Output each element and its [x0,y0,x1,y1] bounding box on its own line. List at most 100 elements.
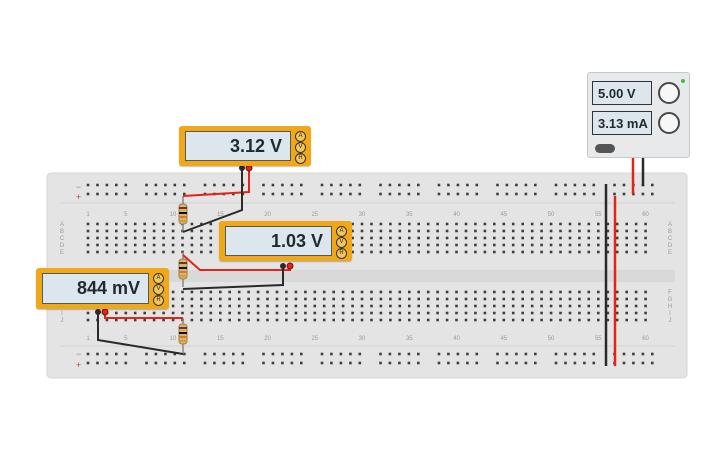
breadboard-hole[interactable] [634,311,638,315]
breadboard-hole[interactable] [436,304,439,308]
breadboard-hole[interactable] [464,250,468,254]
breadboard-hole[interactable] [587,290,591,294]
breadboard-hole[interactable] [379,304,383,308]
breadboard-hole[interactable] [515,192,518,196]
power-switch[interactable] [595,144,615,153]
breadboard-hole[interactable] [271,361,275,365]
breadboard-hole[interactable] [313,290,317,294]
breadboard-hole[interactable] [464,229,468,233]
breadboard-hole[interactable] [358,352,362,356]
breadboard-hole[interactable] [222,183,226,187]
breadboard-hole[interactable] [540,304,543,308]
breadboard-hole[interactable] [171,290,175,294]
breadboard-hole[interactable] [505,192,509,196]
breadboard-hole[interactable] [379,297,383,301]
breadboard-hole[interactable] [573,352,577,356]
breadboard-hole[interactable] [379,236,383,240]
resistor-2[interactable] [178,252,188,287]
breadboard-hole[interactable] [625,222,628,226]
breadboard-hole[interactable] [445,250,449,254]
breadboard-hole[interactable] [521,318,524,322]
breadboard-hole[interactable] [587,222,591,226]
breadboard-hole[interactable] [530,297,534,301]
breadboard-hole[interactable] [154,183,158,187]
breadboard-hole[interactable] [145,352,148,356]
breadboard-hole[interactable] [559,222,562,226]
breadboard-hole[interactable] [615,222,619,226]
breadboard-hole[interactable] [634,250,638,254]
breadboard-hole[interactable] [456,192,460,196]
breadboard-hole[interactable] [622,192,626,196]
breadboard-hole[interactable] [474,222,477,226]
breadboard-hole[interactable] [549,250,553,254]
breadboard-hole[interactable] [540,222,543,226]
breadboard-hole[interactable] [456,352,460,356]
breadboard-hole[interactable] [322,304,326,308]
breadboard-hole[interactable] [625,229,628,233]
breadboard-hole[interactable] [540,311,543,315]
breadboard-hole[interactable] [143,222,146,226]
breadboard-hole[interactable] [447,192,450,196]
breadboard-hole[interactable] [232,352,235,356]
breadboard-hole[interactable] [266,290,269,294]
breadboard-hole[interactable] [332,318,335,322]
breadboard-hole[interactable] [515,352,518,356]
breadboard-hole[interactable] [474,318,477,322]
breadboard-hole[interactable] [262,361,265,365]
breadboard-hole[interactable] [615,311,619,315]
breadboard-hole[interactable] [445,290,449,294]
breadboard-hole[interactable] [247,297,250,301]
breadboard-hole[interactable] [200,229,203,233]
breadboard-hole[interactable] [379,361,382,365]
breadboard-hole[interactable] [559,236,562,240]
breadboard-hole[interactable] [426,318,430,322]
breadboard-hole[interactable] [209,229,213,233]
breadboard-hole[interactable] [644,236,647,240]
breadboard-hole[interactable] [86,183,90,187]
breadboard-hole[interactable] [559,250,562,254]
breadboard-hole[interactable] [351,222,354,226]
breadboard-hole[interactable] [474,297,477,301]
breadboard-hole[interactable] [521,236,524,240]
mode-ohms-button[interactable]: R [295,153,306,164]
breadboard-hole[interactable] [615,290,619,294]
breadboard-hole[interactable] [515,183,518,187]
breadboard-hole[interactable] [266,318,269,322]
breadboard-hole[interactable] [247,304,250,308]
breadboard-hole[interactable] [209,222,213,226]
breadboard-hole[interactable] [615,250,619,254]
breadboard-hole[interactable] [200,222,203,226]
breadboard-hole[interactable] [483,222,487,226]
breadboard-hole[interactable] [644,290,647,294]
breadboard-hole[interactable] [524,183,528,187]
breadboard-hole[interactable] [209,318,213,322]
breadboard-hole[interactable] [152,222,156,226]
breadboard-hole[interactable] [190,304,194,308]
breadboard-hole[interactable] [524,361,528,365]
breadboard-hole[interactable] [587,243,591,247]
breadboard-hole[interactable] [360,243,364,247]
breadboard-hole[interactable] [407,352,411,356]
breadboard-hole[interactable] [115,318,118,322]
breadboard-hole[interactable] [152,318,156,322]
breadboard-hole[interactable] [540,297,543,301]
breadboard-hole[interactable] [417,192,420,196]
breadboard-hole[interactable] [464,318,468,322]
breadboard-hole[interactable] [436,250,439,254]
breadboard-hole[interactable] [398,297,402,301]
breadboard-hole[interactable] [294,311,298,315]
breadboard-hole[interactable] [568,318,572,322]
breadboard-hole[interactable] [219,318,222,322]
breadboard-hole[interactable] [634,236,638,240]
breadboard-hole[interactable] [133,236,137,240]
breadboard-hole[interactable] [549,304,553,308]
breadboard-hole[interactable] [370,222,373,226]
breadboard-hole[interactable] [341,311,345,315]
breadboard-hole[interactable] [209,236,213,240]
breadboard-hole[interactable] [351,297,354,301]
breadboard-hole[interactable] [398,290,402,294]
breadboard-hole[interactable] [511,318,515,322]
breadboard-hole[interactable] [634,290,638,294]
breadboard-hole[interactable] [145,183,148,187]
breadboard-hole[interactable] [162,243,165,247]
